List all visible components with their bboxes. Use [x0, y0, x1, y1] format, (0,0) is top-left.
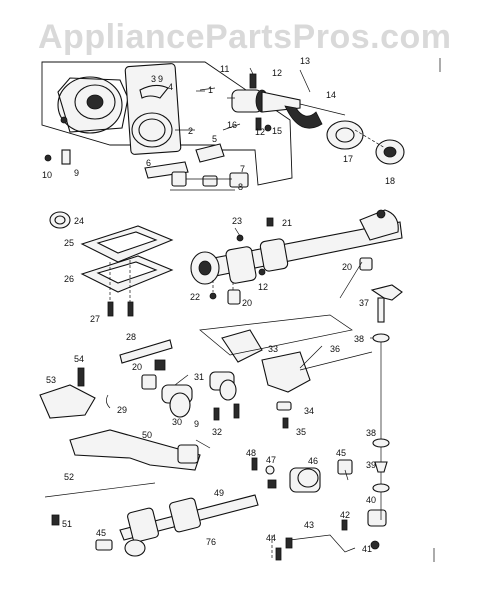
- callout-46: 46: [308, 456, 318, 466]
- callout-52: 52: [64, 472, 74, 482]
- lower-shaft-group: [44, 429, 387, 561]
- callout-11: 11: [220, 64, 229, 74]
- callout-28: 28: [126, 332, 136, 342]
- callout-33: 33: [268, 344, 278, 354]
- callout-54: 54: [74, 354, 84, 364]
- callout-21: 21: [282, 218, 292, 228]
- callout-30: 30: [172, 417, 182, 427]
- callout-38b: 38: [366, 428, 376, 438]
- callout-27: 27: [90, 314, 100, 324]
- callout-51: 51: [62, 519, 72, 529]
- callout-36: 36: [330, 344, 340, 354]
- callout-12c: 12: [258, 282, 268, 292]
- callout-32: 32: [212, 427, 222, 437]
- callout-76: 76: [206, 537, 216, 547]
- callout-41: 41: [362, 544, 372, 554]
- callout-25: 25: [64, 238, 74, 248]
- housing-group: [41, 61, 293, 191]
- callout-29: 29: [117, 405, 127, 415]
- right-vertical-group: [370, 284, 403, 520]
- callout-35: 35: [296, 427, 306, 437]
- callout-16: 16: [227, 120, 237, 130]
- callout-39: 39: [366, 460, 376, 470]
- hook-shaft-group: [231, 69, 405, 165]
- callout-47: 47: [266, 455, 276, 465]
- callout-9b: 9: [74, 168, 79, 178]
- upper-shaft-assembly: [190, 209, 403, 305]
- callout-23: 23: [232, 216, 242, 226]
- callout-6: 6: [146, 158, 151, 168]
- callout-14: 14: [326, 90, 336, 100]
- callout-15: 15: [272, 126, 282, 136]
- callout-20a: 20: [342, 262, 352, 272]
- callout-12b: 12: [255, 127, 265, 137]
- callout-40: 40: [366, 495, 376, 505]
- callout-9a: 9: [158, 74, 163, 84]
- callout-49: 49: [214, 488, 224, 498]
- callout-20c: 20: [132, 362, 142, 372]
- callout-labels: 1 2 3 4 5 6 7 8 9 9 9 10 11 12 12 12 13 …: [42, 56, 395, 554]
- callout-22: 22: [190, 292, 200, 302]
- callout-1: 1: [208, 85, 213, 95]
- callout-4: 4: [168, 82, 173, 92]
- callout-10: 10: [42, 170, 52, 180]
- callout-43: 43: [304, 520, 314, 530]
- callout-50: 50: [142, 430, 152, 440]
- callout-20b: 20: [242, 298, 252, 308]
- callout-2: 2: [188, 126, 193, 136]
- callout-42: 42: [340, 510, 350, 520]
- watermark-text: AppliancePartsPros.com: [38, 18, 451, 56]
- callout-24: 24: [74, 216, 84, 226]
- callout-31: 31: [194, 372, 204, 382]
- plate-gasket-group: [49, 211, 174, 317]
- callout-44: 44: [266, 533, 276, 543]
- leader-lines: [174, 67, 373, 481]
- callout-18: 18: [385, 176, 395, 186]
- callout-9c: 9: [194, 419, 199, 429]
- callout-53: 53: [46, 375, 56, 385]
- callout-7: 7: [240, 164, 245, 174]
- callout-45b: 45: [96, 528, 106, 538]
- mid-shaft-group: [39, 314, 373, 429]
- callout-34: 34: [304, 406, 314, 416]
- callout-12a: 12: [272, 68, 282, 78]
- callout-45a: 45: [336, 448, 346, 458]
- callout-37: 37: [359, 298, 369, 308]
- callout-13: 13: [300, 56, 310, 66]
- callout-3: 3: [151, 74, 156, 84]
- callout-17: 17: [343, 154, 353, 164]
- callout-48: 48: [246, 448, 256, 458]
- callout-5: 5: [212, 134, 217, 144]
- callout-8: 8: [238, 182, 243, 192]
- callout-26: 26: [64, 274, 74, 284]
- callout-38a: 38: [354, 334, 364, 344]
